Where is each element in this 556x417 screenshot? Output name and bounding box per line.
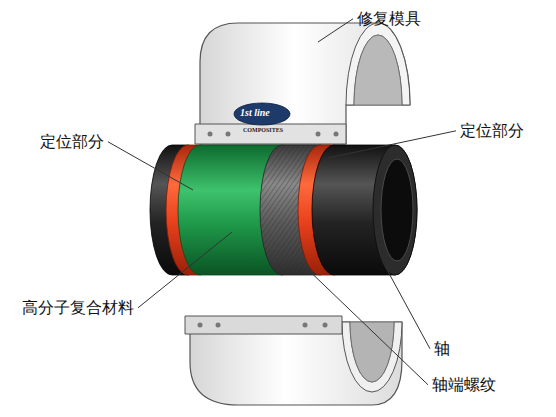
shaft-bore xyxy=(381,159,413,261)
bolt-hole xyxy=(334,132,339,137)
part-label: 修复模具 xyxy=(357,10,421,28)
part-label: 定位部分 xyxy=(460,122,524,140)
shaft-body xyxy=(312,145,417,275)
bolt-hole xyxy=(208,132,213,137)
top-mold-flange xyxy=(195,124,346,144)
part-label: 轴 xyxy=(434,340,450,358)
leader-line xyxy=(108,142,193,190)
top-mold-rim xyxy=(346,23,410,105)
bottom-mold-rim xyxy=(342,322,402,392)
bolt-hole xyxy=(198,323,203,328)
leader-line xyxy=(300,262,428,385)
top-mold-inside xyxy=(354,35,402,105)
bolt-hole xyxy=(323,323,328,328)
part-label: 高分子复合材料 xyxy=(22,299,134,317)
part-label: 定位部分 xyxy=(40,133,104,151)
logo-text: 1st line xyxy=(240,107,270,118)
shaft-end-face xyxy=(373,145,417,275)
logo-text: COMPOSITES xyxy=(243,127,283,134)
bolt-hole xyxy=(216,323,221,328)
bolt-hole xyxy=(226,132,231,137)
leader-line xyxy=(318,19,353,42)
leader-line xyxy=(138,232,232,308)
bottom-mold-flange xyxy=(185,316,342,334)
bolt-hole xyxy=(303,323,308,328)
part-label: 轴端螺纹 xyxy=(432,376,496,394)
logo-oval xyxy=(234,103,290,125)
leader-line xyxy=(385,266,430,349)
leader-line xyxy=(328,131,456,158)
bolt-hole xyxy=(316,132,321,137)
